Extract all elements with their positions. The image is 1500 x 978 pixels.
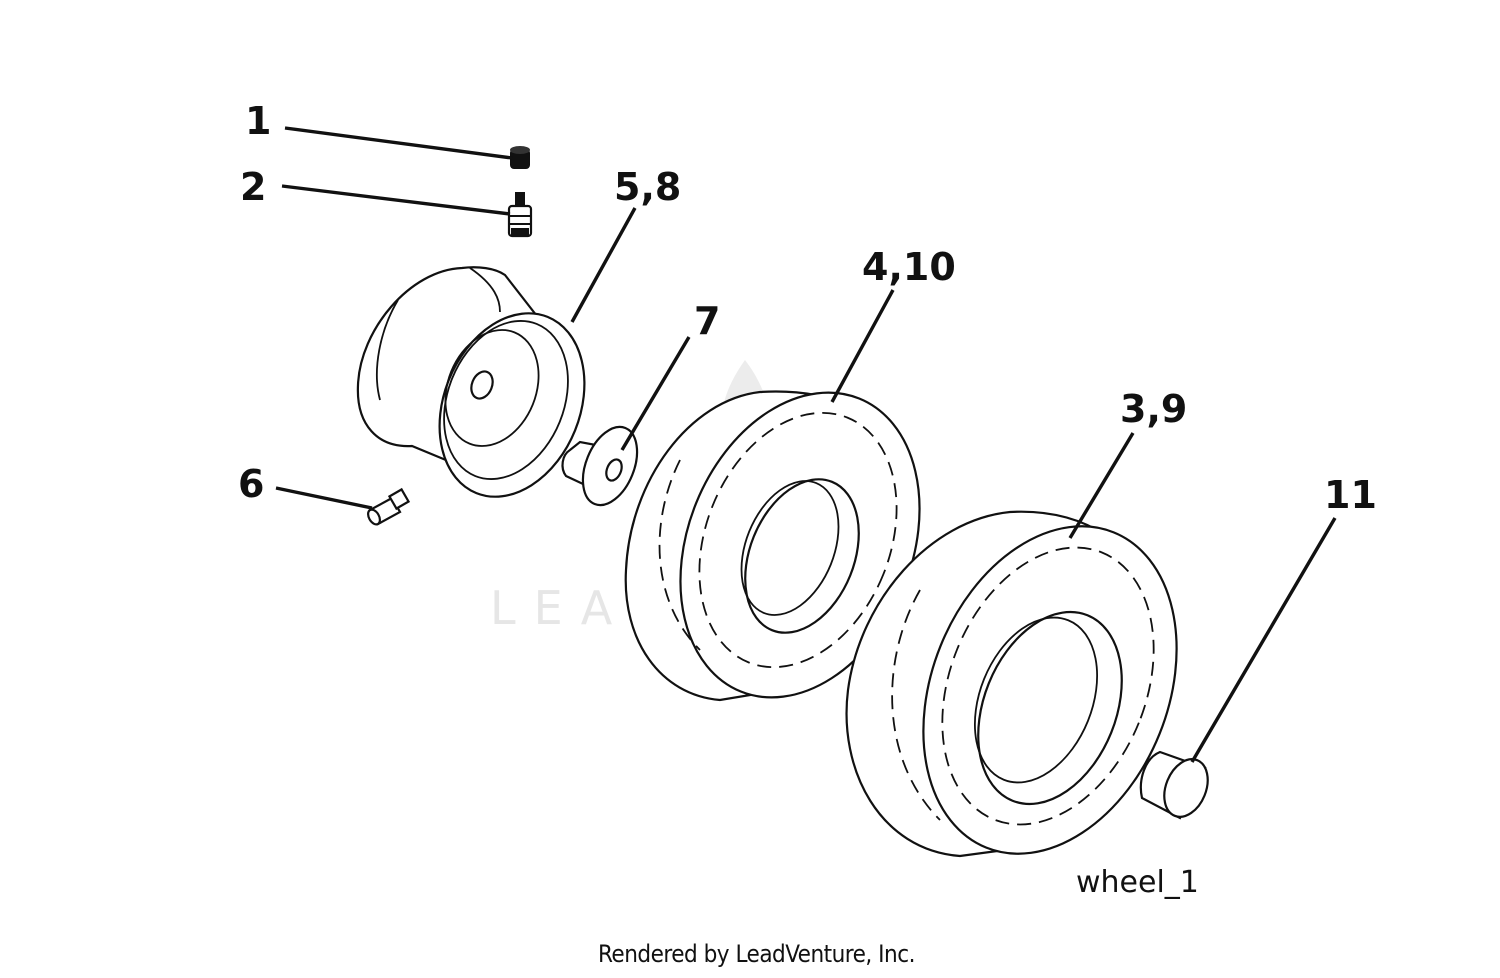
callout-7[interactable]: 7	[694, 299, 720, 343]
leader-7	[620, 336, 691, 451]
leader-5-8	[570, 207, 637, 323]
grease-fitting-part	[367, 487, 411, 526]
callout-3-9[interactable]: 3,9	[1120, 387, 1187, 431]
valve-stem-part	[507, 192, 533, 238]
callout-11[interactable]: 11	[1324, 473, 1377, 517]
rear-tire-part	[845, 510, 1178, 858]
valve-cap-part	[510, 146, 530, 169]
callout-6[interactable]: 6	[238, 462, 264, 506]
leader-4-10	[830, 289, 895, 403]
leader-1	[284, 126, 513, 160]
callout-5-8[interactable]: 5,8	[614, 165, 681, 209]
leader-11	[1190, 517, 1337, 763]
front-tire-part	[624, 390, 921, 702]
bushing-part	[561, 425, 639, 507]
hub-cap-part	[1139, 750, 1209, 820]
leader-lines	[275, 126, 1337, 763]
leader-3-9	[1068, 432, 1135, 539]
callout-2[interactable]: 2	[240, 165, 266, 209]
render-credit: Rendered by LeadVenture, Inc.	[598, 940, 915, 968]
leader-6	[275, 486, 373, 510]
callout-4-10[interactable]: 4,10	[862, 245, 956, 289]
wheel-rim-part	[356, 266, 586, 498]
callout-1[interactable]: 1	[245, 99, 271, 143]
leader-2	[281, 184, 511, 216]
diagram-id-label: wheel_1	[1076, 865, 1199, 900]
